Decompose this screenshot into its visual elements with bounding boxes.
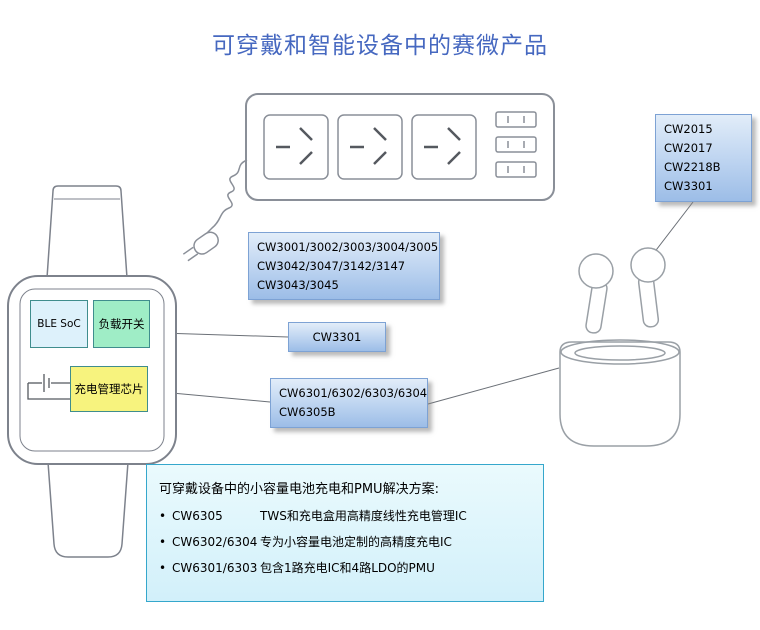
connector-line-watch-pmu [149, 390, 271, 403]
battery-circuit-icon [27, 374, 70, 400]
watch-strap-bottom [47, 461, 129, 558]
page-title: 可穿戴和智能设备中的赛微产品 [212, 33, 548, 59]
connector-line-pmu-earbuds [427, 367, 560, 405]
solution-summary-box: 可穿戴设备中的小容量电池充电和PMU解决方案: • CW6305 TWS和充电盒… [146, 464, 544, 602]
callout-pmu-parts: CW6301/6302/6303/6304 CW6305B [270, 378, 428, 428]
part-number: CW6301/6302/6303/6304 [279, 386, 428, 400]
part-number: CW3301 [664, 179, 713, 193]
part-number: CW3301 [312, 330, 362, 344]
solution-part: CW6301/6303 [172, 561, 258, 575]
earbud-right-head [630, 247, 666, 283]
callout-charger-parts: CW3001/3002/3003/3004/3005 CW3042/3047/3… [248, 232, 440, 300]
earbud-left-stem [585, 280, 608, 334]
solution-part: CW6305 [172, 509, 223, 523]
watch-strap-top [46, 185, 128, 279]
solution-desc: 包含1路充电IC和4路LDO的PMU [260, 561, 435, 575]
bullet-icon: • [159, 535, 167, 549]
charge-mgmt-box: 充电管理芯片 [70, 366, 148, 412]
part-number: CW2015 [664, 122, 713, 136]
bullet-icon: • [159, 509, 167, 523]
earbuds-illustration [559, 247, 681, 447]
solution-bullet-row: • CW6301/6303 包含1路充电IC和4路LDO的PMU [159, 559, 531, 576]
ble-soc-box: BLE SoC [30, 300, 88, 348]
charging-case-body [559, 341, 681, 447]
callout-cw3301: CW3301 [288, 322, 386, 352]
charge-mgmt-label: 充电管理芯片 [74, 381, 144, 396]
bullet-icon: • [159, 561, 167, 575]
solution-part: CW6302/6304 [172, 535, 258, 549]
power-plug-icon [182, 231, 219, 262]
outlet-slots-icon [276, 127, 461, 165]
part-number: CW3042/3047/3142/3147 [257, 259, 406, 273]
part-number: CW3001/3002/3003/3004/3005 [257, 240, 439, 254]
solution-heading: 可穿戴设备中的小容量电池充电和PMU解决方案: [159, 482, 439, 497]
ble-soc-label: BLE SoC [37, 317, 81, 330]
part-number: CW6305B [279, 405, 336, 419]
power-cord [200, 159, 248, 240]
part-number: CW3043/3045 [257, 278, 339, 292]
solution-bullet-row: • CW6305 TWS和充电盒用高精度线性充电管理IC [159, 507, 531, 524]
earbud-left-head [578, 253, 614, 289]
callout-fuel-gauge-parts: CW2015 CW2017 CW2218B CW3301 [655, 114, 752, 202]
connector-line-gauge-earbuds [649, 201, 694, 259]
usb-ports-icon [495, 111, 537, 178]
load-switch-label: 负载开关 [98, 316, 145, 331]
solution-bullet-row: • CW6302/6304 专为小容量电池定制的高精度充电IC [159, 533, 531, 550]
part-number: CW2218B [664, 160, 721, 174]
earbud-right-stem [637, 274, 660, 328]
solution-desc: TWS和充电盒用高精度线性充电管理IC [260, 509, 467, 523]
solution-desc: 专为小容量电池定制的高精度充电IC [260, 535, 452, 549]
part-number: CW2017 [664, 141, 713, 155]
connector-line-watch-cw3301 [160, 332, 289, 338]
load-switch-box: 负载开关 [93, 300, 150, 348]
